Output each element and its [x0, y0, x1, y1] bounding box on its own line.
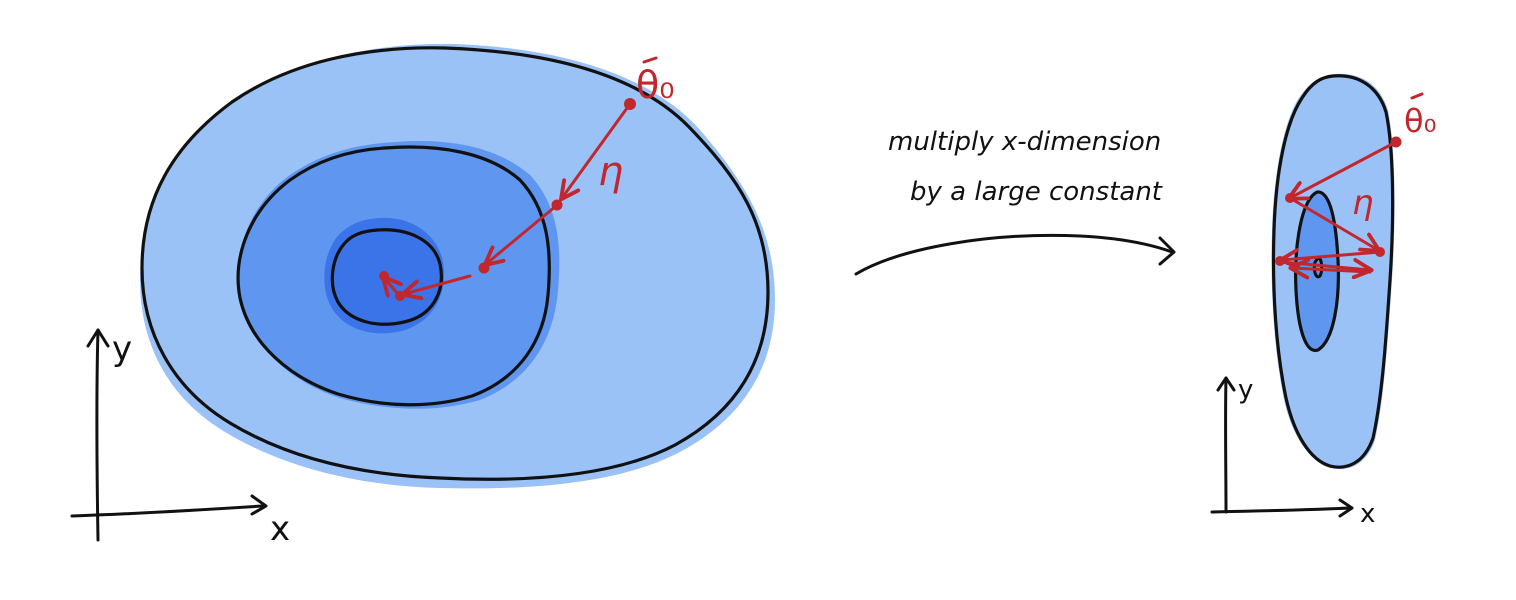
curved-arrow-right-icon: [854, 233, 1176, 276]
left-outer-contour-outline: [140, 46, 770, 481]
left-middle-contour-outline: [236, 145, 551, 407]
right-point-start: [1390, 136, 1402, 148]
right-point-3: [1375, 247, 1385, 257]
right-y-axis-arrow-icon: [1216, 376, 1236, 392]
left-y-axis: [95, 328, 100, 542]
left-contour-plot: [140, 43, 775, 489]
right-point-2: [1285, 193, 1295, 203]
left-gradient-path: [379, 98, 636, 301]
right-axes: y x: [1210, 375, 1375, 529]
caption-line-1: multiply x-dimension: [888, 127, 1161, 157]
right-eta-label: η: [1352, 183, 1374, 223]
left-theta-vector-mark: [642, 56, 658, 64]
left-point-4: [395, 291, 405, 301]
right-inner-contour-outline: [1294, 190, 1340, 352]
right-x-axis: [1210, 506, 1352, 514]
left-x-axis-arrow-icon: [250, 494, 268, 516]
caption-line-2: by a large constant: [910, 177, 1163, 207]
right-point-4: [1275, 256, 1285, 266]
right-y-label: y: [1238, 375, 1253, 405]
left-eta-label: η: [598, 149, 623, 195]
left-point-start: [624, 98, 636, 110]
right-theta-label: θ₀: [1404, 102, 1436, 140]
right-theta-vector-mark: [1410, 92, 1424, 100]
right-outer-contour-outline: [1271, 74, 1395, 469]
right-center-contour-outline: [1312, 256, 1324, 279]
right-x-axis-arrow-icon: [1338, 498, 1354, 518]
left-point-5: [379, 271, 389, 281]
left-point-2: [551, 199, 563, 211]
transform-caption: multiply x-dimension by a large constant: [888, 127, 1163, 207]
left-point-3: [478, 262, 490, 274]
left-axes: y x: [70, 328, 290, 549]
right-gradient-path: [1275, 136, 1402, 273]
left-y-label: y: [112, 329, 132, 369]
left-x-axis: [70, 504, 264, 518]
left-y-axis-arrow-icon: [86, 328, 110, 348]
left-theta-label: θ₀: [636, 63, 674, 107]
right-x-label: x: [1360, 499, 1375, 529]
right-inner-contour-fill: [1295, 194, 1339, 351]
left-x-label: x: [270, 509, 290, 549]
left-inner-contour-outline: [330, 228, 443, 326]
